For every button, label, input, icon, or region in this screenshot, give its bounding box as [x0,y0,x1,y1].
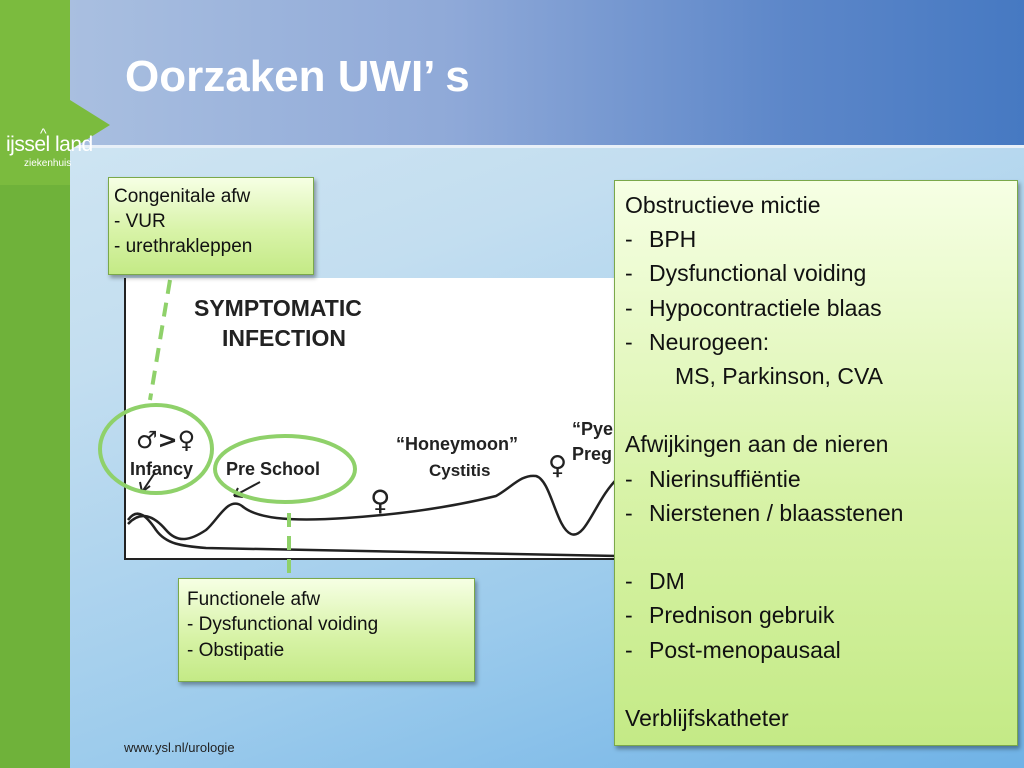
header-band [70,0,1024,145]
chart-drawing: SYMPTOMATIC INFECTION ♂>♀ Infancy Pre Sc… [126,295,618,558]
pregnancy-label: Preg [572,444,612,464]
other-item: -DM [625,568,685,595]
congenitale-item: - VUR [114,211,166,233]
header-divider [70,145,1024,148]
congenitale-item: - urethrakleppen [114,236,253,258]
infancy-label: Infancy [130,459,193,479]
chart-heading-1: SYMPTOMATIC [194,295,362,321]
chart-heading-2: INFECTION [222,325,346,351]
neurogeen-detail: MS, Parkinson, CVA [675,363,883,390]
nieren-item: -Nierstenen / blaasstenen [625,499,904,526]
functionele-callout: Functionele afw - Dysfunctional voiding … [178,578,475,682]
functionele-item: - Obstipatie [187,639,285,661]
preschool-label: Pre School [226,459,320,479]
spacer [625,393,1007,427]
roof-icon: ^ [40,125,47,141]
obstructief-item: -Neurogeen: [625,328,770,355]
logo-main-text: ijssel land [6,133,93,156]
obstructief-callout: Obstructieve mictie -BPH -Dysfunctional … [614,180,1018,746]
male-gt-female-label: ♂>♀ [136,426,195,454]
symptomatic-infection-chart: SYMPTOMATIC INFECTION ♂>♀ Infancy Pre Sc… [124,278,618,560]
congenitale-callout: Congenitale afw - VUR - urethrakleppen [108,177,314,275]
obstructief-heading: Obstructieve mictie [625,192,821,218]
logo-sub-text: ziekenhuis [24,158,72,169]
functionele-heading: Functionele afw [187,589,321,610]
other-item: -Post-menopausaal [625,636,841,663]
nieren-heading: Afwijkingen aan de nieren [625,431,889,458]
functionele-item: - Dysfunctional voiding [187,614,379,636]
hospital-logo: ^ ijssel land ziekenhuis [0,125,110,185]
honeymoon-label: “Honeymoon” [396,434,518,454]
female-incidence-curve [127,474,618,541]
congenitale-heading: Congenitale afw [114,186,251,207]
pyelonephritis-label: “Pye [572,419,613,439]
male-incidence-curve [126,512,618,558]
female-symbol-1: ♀ [370,484,391,517]
catheter-item: Verblijfskatheter [625,705,789,731]
spacer [625,530,1007,564]
female-symbol-2: ♀ [548,451,567,481]
spacer [625,667,1007,701]
obstructief-item: -Hypocontractiele blaas [625,294,882,321]
cystitis-label: Cystitis [429,461,490,480]
nieren-item: -Nierinsuffiëntie [625,465,801,492]
obstructief-item: -Dysfunctional voiding [625,260,867,287]
slide-title: Oorzaken UWI’ s [125,52,470,101]
other-item: -Prednison gebruik [625,602,835,629]
obstructief-item: -BPH [625,226,697,253]
footer-url: www.ysl.nl/urologie [124,740,235,755]
